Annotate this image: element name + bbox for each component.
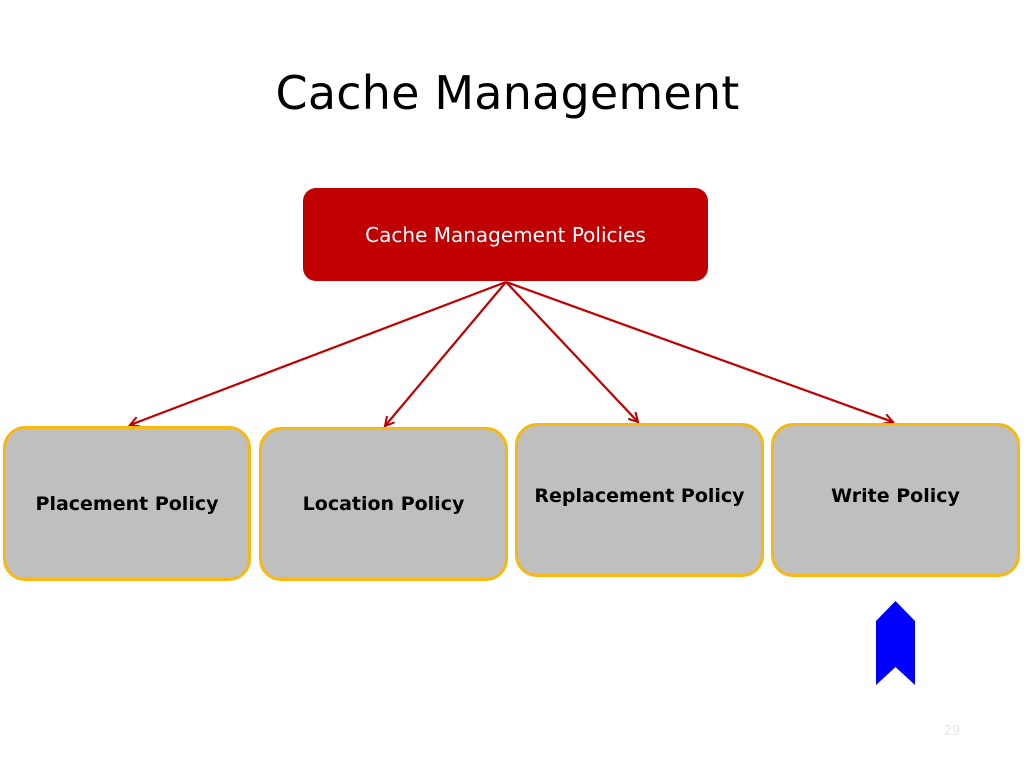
- page-number: 29: [943, 724, 961, 739]
- node-write-policy: Write Policy: [771, 423, 1020, 577]
- node-location-policy: Location Policy: [259, 427, 508, 581]
- root-node-cache-management-policies: Cache Management Policies: [303, 188, 708, 281]
- arrow-to-replacement-policy: [505, 281, 638, 422]
- node-placement-policy: Placement Policy: [3, 426, 251, 581]
- slide-title: Cache Management: [275, 66, 740, 120]
- node-label: Location Policy: [302, 493, 465, 515]
- chevron-up-icon: [876, 601, 915, 685]
- node-label: Replacement Policy: [534, 485, 745, 507]
- root-node-label: Cache Management Policies: [365, 222, 646, 247]
- arrow-to-location-policy: [385, 281, 507, 426]
- arrow-to-write-policy: [505, 280, 893, 422]
- node-replacement-policy: Replacement Policy: [515, 423, 764, 577]
- node-label: Write Policy: [831, 485, 960, 507]
- arrow-to-placement-policy: [130, 280, 507, 425]
- node-label: Placement Policy: [35, 492, 219, 515]
